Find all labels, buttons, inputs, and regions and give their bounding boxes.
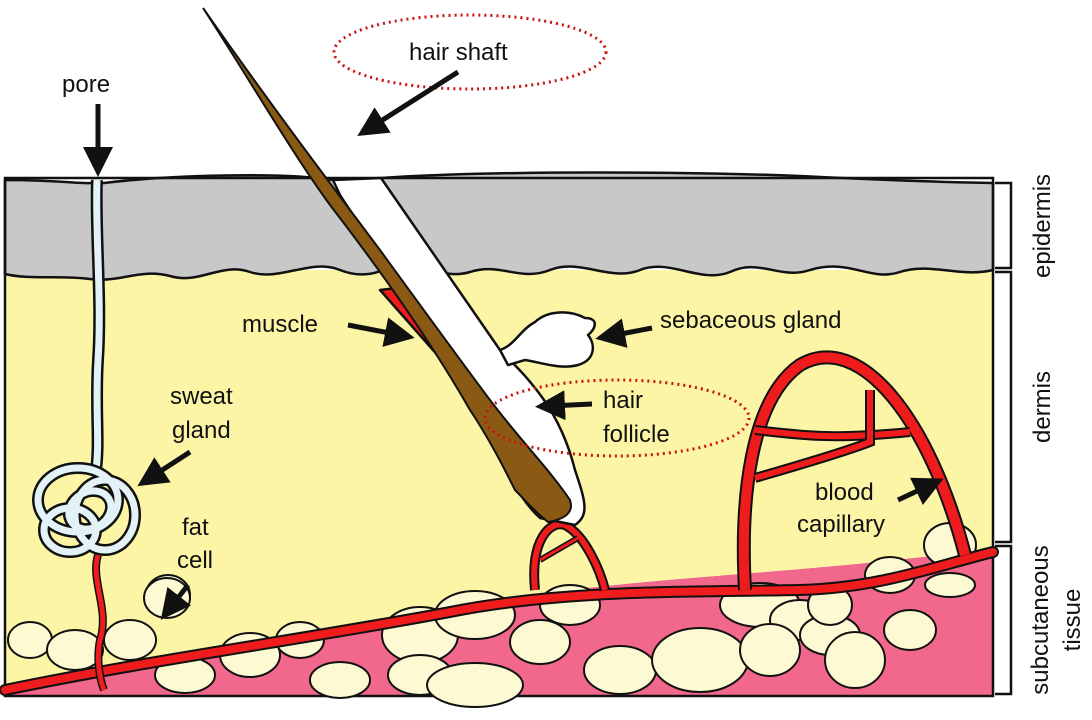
label-sweat-gland-1: sweat xyxy=(170,383,233,410)
follicle-capillary xyxy=(529,519,610,592)
sebaceous-gland xyxy=(498,311,596,368)
label-fat-cell-2: cell xyxy=(177,547,213,574)
label-fat-cell-1: fat xyxy=(182,514,209,541)
fat-cell-arrow xyxy=(160,583,192,620)
label-subcutaneous-2: tissue xyxy=(1059,589,1086,652)
blood-capillary-arrow xyxy=(896,477,944,505)
label-epidermis: epidermis xyxy=(1029,174,1056,278)
label-hair-shaft: hair shaft xyxy=(409,39,508,66)
highlight-hair-shaft xyxy=(332,13,608,91)
label-sebaceous-gland: sebaceous gland xyxy=(660,307,841,334)
hair-shaft xyxy=(202,7,572,524)
label-pore: pore xyxy=(62,71,110,98)
highlight-hair-follicle xyxy=(483,378,751,458)
label-hair-follicle-1: hair xyxy=(603,387,643,414)
fat-cell-labelled xyxy=(143,577,191,619)
label-blood-capillary-2: capillary xyxy=(797,511,885,538)
label-muscle: muscle xyxy=(242,311,318,338)
blood-capillary xyxy=(736,350,972,591)
label-blood-capillary-1: blood xyxy=(815,479,874,506)
sweat-gland-arrow xyxy=(137,449,192,487)
hair-follicle-arrow xyxy=(535,390,593,421)
label-sweat-gland-2: gland xyxy=(172,417,231,444)
label-hair-follicle-2: follicle xyxy=(603,421,670,448)
fat-cells xyxy=(7,522,977,708)
dermis-layer xyxy=(5,270,993,690)
label-subcutaneous-1: subcutaneous xyxy=(1027,545,1054,694)
epidermis-layer-right xyxy=(379,171,995,277)
hair-shaft-arrow xyxy=(357,69,460,137)
layer-brackets xyxy=(995,181,1013,696)
label-dermis: dermis xyxy=(1029,371,1056,443)
sweat-gland xyxy=(32,462,141,558)
muscle-arrow xyxy=(347,317,415,347)
sebaceous-arrow xyxy=(595,318,653,348)
